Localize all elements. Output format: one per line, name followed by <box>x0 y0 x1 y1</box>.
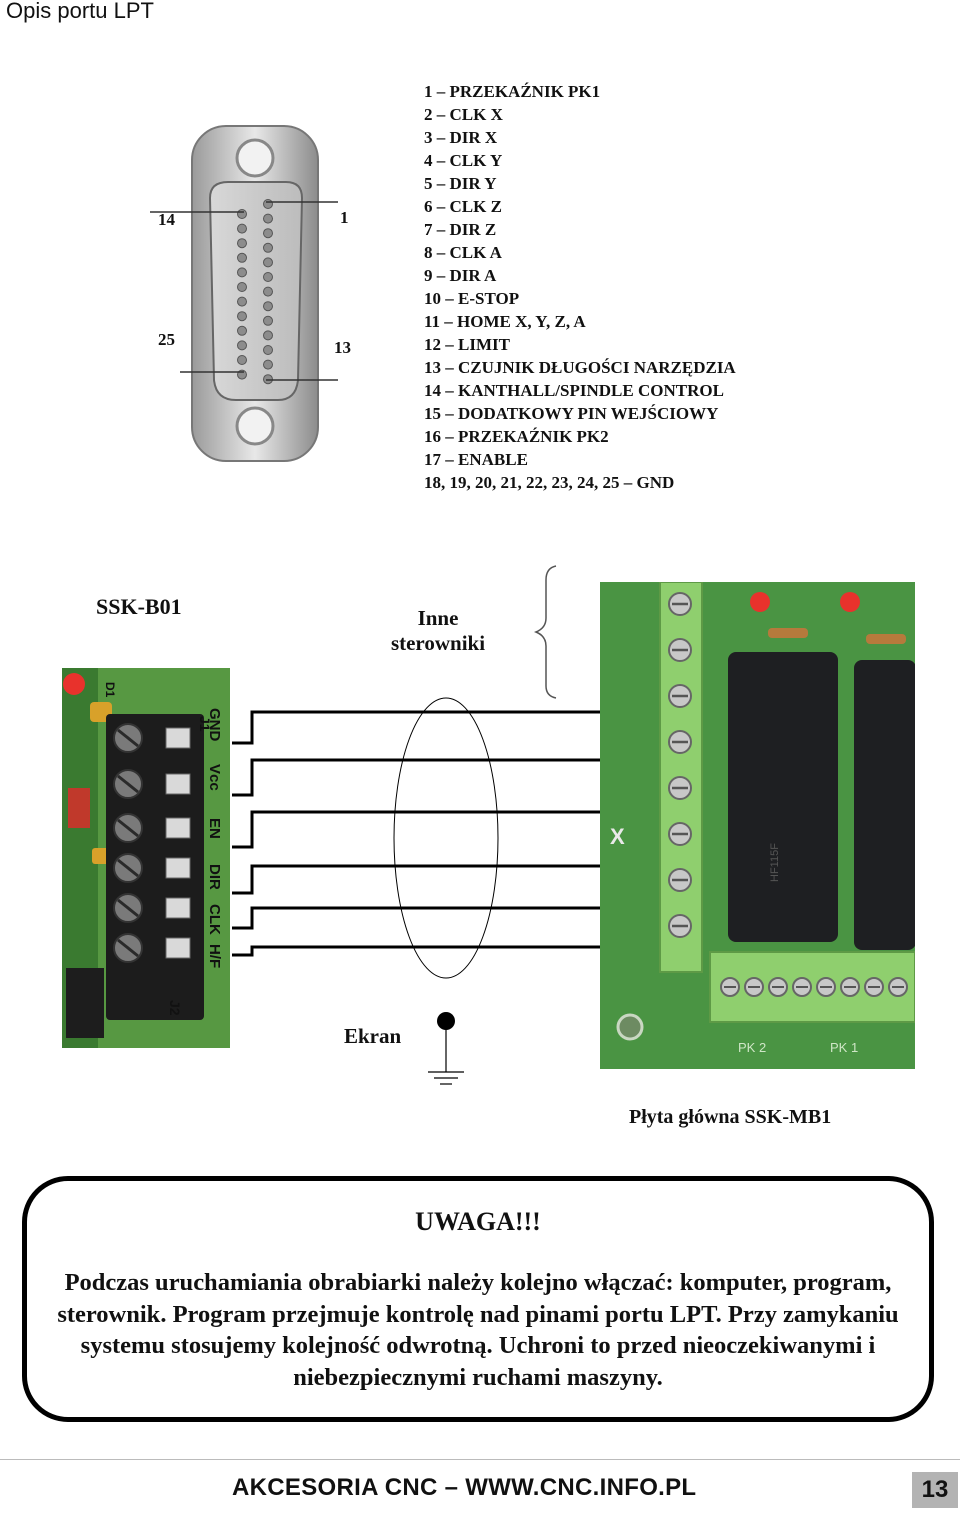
wire-vcc <box>232 758 634 797</box>
terminal-label: GND <box>206 708 223 742</box>
connector-pin <box>263 242 273 253</box>
brace-icon <box>533 565 557 699</box>
connector-pin <box>237 355 247 365</box>
board-mark-pk2: PK 2 <box>738 1040 766 1055</box>
pin-list: 1 – PRZEKAŹNIK PK1 2 – CLK X 3 – DIR X 4… <box>424 80 736 494</box>
board-mark-x: X <box>610 824 625 849</box>
pin-item: 8 – CLK A <box>424 243 502 262</box>
pin-item: 4 – CLK Y <box>424 151 503 170</box>
connector-pin <box>237 282 247 292</box>
wire-en <box>232 810 634 849</box>
ssk-b01-label: SSK-B01 <box>96 594 182 619</box>
terminal-label: H/F <box>206 944 223 968</box>
footer-divider <box>0 1459 960 1460</box>
terminal-label: CLK <box>206 904 223 935</box>
relay-k1 <box>728 652 838 942</box>
main-board-label: Płyta główna SSK-MB1 <box>629 1106 832 1128</box>
wire-gnd <box>232 710 634 745</box>
page-number: 13 <box>912 1472 958 1508</box>
pin-item: 17 – ENABLE <box>424 450 528 469</box>
pin-item: 5 – DIR Y <box>424 174 497 193</box>
db25-connector-image <box>150 125 338 462</box>
connector-pin <box>237 325 247 336</box>
pin-item: 6 – CLK Z <box>424 197 502 216</box>
connector-pin <box>237 252 247 263</box>
pin-item: 13 – CZUJNIK DŁUGOŚCI NARZĘDZIA <box>424 358 736 377</box>
connector-pin <box>237 311 247 322</box>
pin-item: 11 – HOME X, Y, Z, A <box>424 312 586 331</box>
board-mark-j2: J2 <box>167 1000 183 1016</box>
wire-hf <box>232 945 634 957</box>
connector-pin <box>263 257 273 268</box>
pin-item: 9 – DIR A <box>424 266 497 285</box>
connector-pin <box>263 213 273 224</box>
board-mark-d1: D1 <box>103 682 117 698</box>
warning-title: UWAGA!!! <box>415 1207 541 1236</box>
other-controllers-label: Inne sterowniki <box>390 606 486 655</box>
pin-item: 1 – PRZEKAŹNIK PK1 <box>424 82 601 101</box>
connector-pin <box>237 296 247 307</box>
wire-slot <box>165 727 191 749</box>
wire-slot <box>165 937 191 959</box>
connector-pin <box>263 228 273 239</box>
connector-pin <box>263 345 273 355</box>
pin-item: 7 – DIR Z <box>424 220 497 239</box>
ssk-mb1-board-image: HF115F X PK 2 PK 1 <box>600 582 915 1069</box>
shield-ellipse <box>393 697 499 979</box>
connector-pin <box>263 315 273 326</box>
board-mark-pk1: PK 1 <box>830 1040 858 1055</box>
page-title: Opis portu LPT <box>6 0 154 23</box>
terminal-label: EN <box>206 818 223 839</box>
pin-label-14: 14 <box>158 210 175 229</box>
connector-pin <box>263 286 273 297</box>
connector-pin <box>263 374 273 385</box>
warning-text: Podczas uruchamiania obrabiarki należy k… <box>57 1269 899 1391</box>
wire-dir <box>232 864 634 895</box>
pin-item: 15 – DODATKOWY PIN WEJŚCIOWY <box>424 404 719 423</box>
pin-item: 2 – CLK X <box>424 105 503 124</box>
wire-slot <box>165 857 191 879</box>
connector-pin <box>237 209 247 219</box>
wire-clk <box>232 906 634 930</box>
terminal-label: DIR <box>206 864 223 890</box>
wire-slot <box>165 817 191 839</box>
led-icon <box>63 673 85 695</box>
terminal-label: Vcc <box>206 764 223 791</box>
pin-item: 3 – DIR X <box>424 128 498 147</box>
warning-box: UWAGA!!! Podczas uruchamiania obrabiarki… <box>22 1176 934 1422</box>
connector-pin <box>237 238 247 249</box>
connector-pin <box>263 272 273 282</box>
wire-slot <box>165 773 191 795</box>
connector-pin <box>263 301 273 312</box>
board-mark-j1: J1 <box>197 716 213 732</box>
relay-k2 <box>854 660 915 950</box>
footer-text: AKCESORIA CNC – WWW.CNC.INFO.PL <box>232 1474 697 1501</box>
pin-label-1: 1 <box>340 208 349 227</box>
led-icon <box>750 592 770 612</box>
pin-label-13: 13 <box>334 338 351 357</box>
relay-label: HF115F <box>769 843 781 882</box>
shield-label: Ekran <box>344 1024 402 1048</box>
connector-pin <box>237 223 247 234</box>
pin-item: 16 – PRZEKAŹNIK PK2 <box>424 427 609 446</box>
pin-item: 10 – E-STOP <box>424 289 520 308</box>
connector-pin <box>237 340 247 351</box>
pin-label-25: 25 <box>158 330 175 349</box>
pin-item: 12 – LIMIT <box>424 335 510 354</box>
led-icon <box>840 592 860 612</box>
connector-pin <box>263 330 273 341</box>
connector-pin <box>263 359 273 370</box>
pin-item: 14 – KANTHALL/SPINDLE CONTROL <box>424 381 724 400</box>
pin-item: 18, 19, 20, 21, 22, 23, 24, 25 – GND <box>424 473 675 492</box>
connector-pin <box>237 267 247 278</box>
wire-slot <box>165 897 191 919</box>
connector-pin <box>263 199 273 209</box>
wiring-diagram <box>232 565 634 1085</box>
